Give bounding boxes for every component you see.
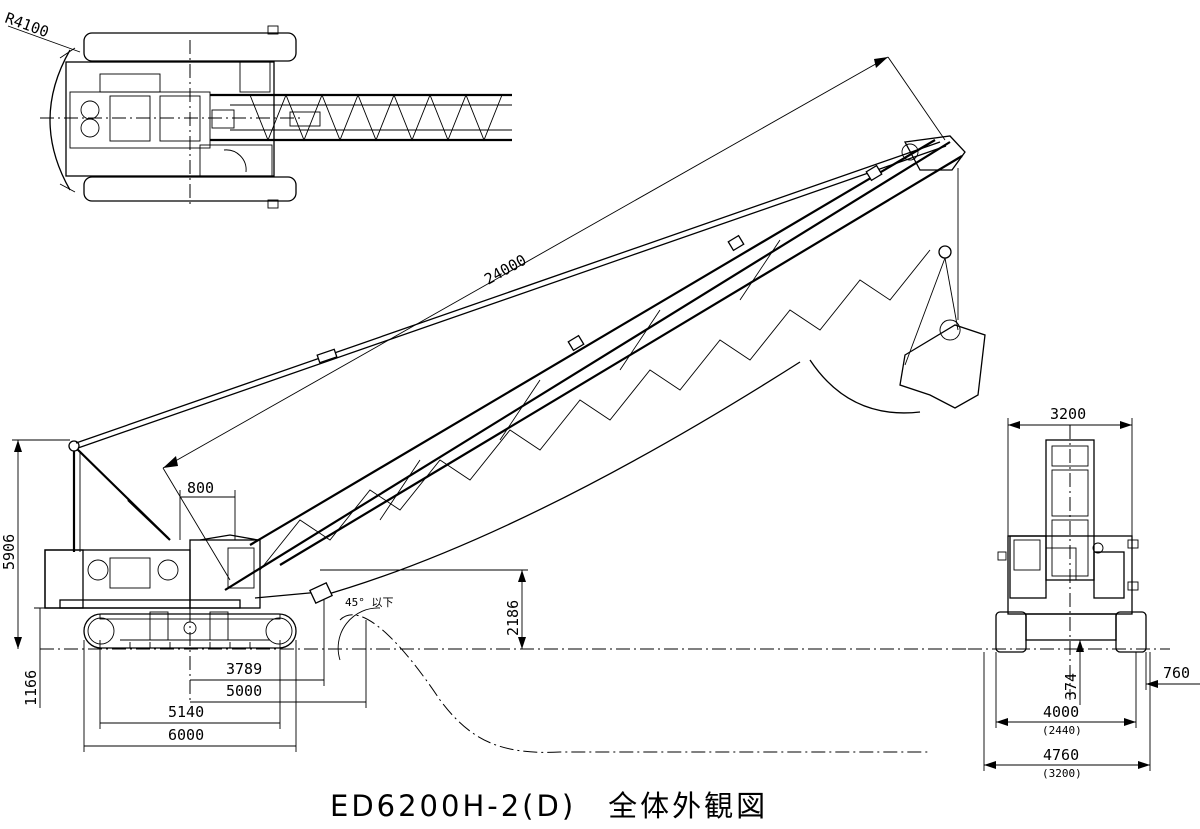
front-view-dimensions: 3200 374 760 4000 (2440) 4760 (3200): [983, 405, 1200, 780]
front-width-overall-retracted-label: (3200): [1042, 767, 1082, 780]
side-view-dimensions: 24000 800 5906 1166 2186 45° 以下 3789 500…: [0, 56, 946, 752]
height-boom-foot-label: 2186: [504, 600, 522, 636]
dim-800-label: 800: [187, 479, 214, 497]
dim-6000-label: 6000: [168, 726, 204, 744]
front-view: [968, 425, 1170, 700]
front-clearance-label: 374: [1062, 673, 1080, 700]
front-width-track-retracted-label: (2440): [1042, 724, 1082, 737]
top-view: R4100: [3, 9, 512, 209]
front-width-top-label: 3200: [1050, 405, 1086, 423]
drawing-title: ED6200H-2(D) 全体外観図: [330, 789, 768, 823]
front-width-track-label: 4000: [1043, 703, 1079, 721]
angle-label: 45° 以下: [345, 596, 394, 609]
side-view: [40, 135, 986, 753]
dim-3789-label: 3789: [226, 660, 262, 678]
front-shoe-width-label: 760: [1163, 664, 1190, 682]
dim-5140-label: 5140: [168, 703, 204, 721]
boom-length-label: 24000: [481, 251, 529, 289]
height-ground-label: 1166: [22, 670, 40, 706]
dim-5000-label: 5000: [226, 682, 262, 700]
top-view-radius-label: R4100: [3, 9, 52, 41]
height-total-label: 5906: [0, 534, 18, 570]
front-width-overall-label: 4760: [1043, 746, 1079, 764]
